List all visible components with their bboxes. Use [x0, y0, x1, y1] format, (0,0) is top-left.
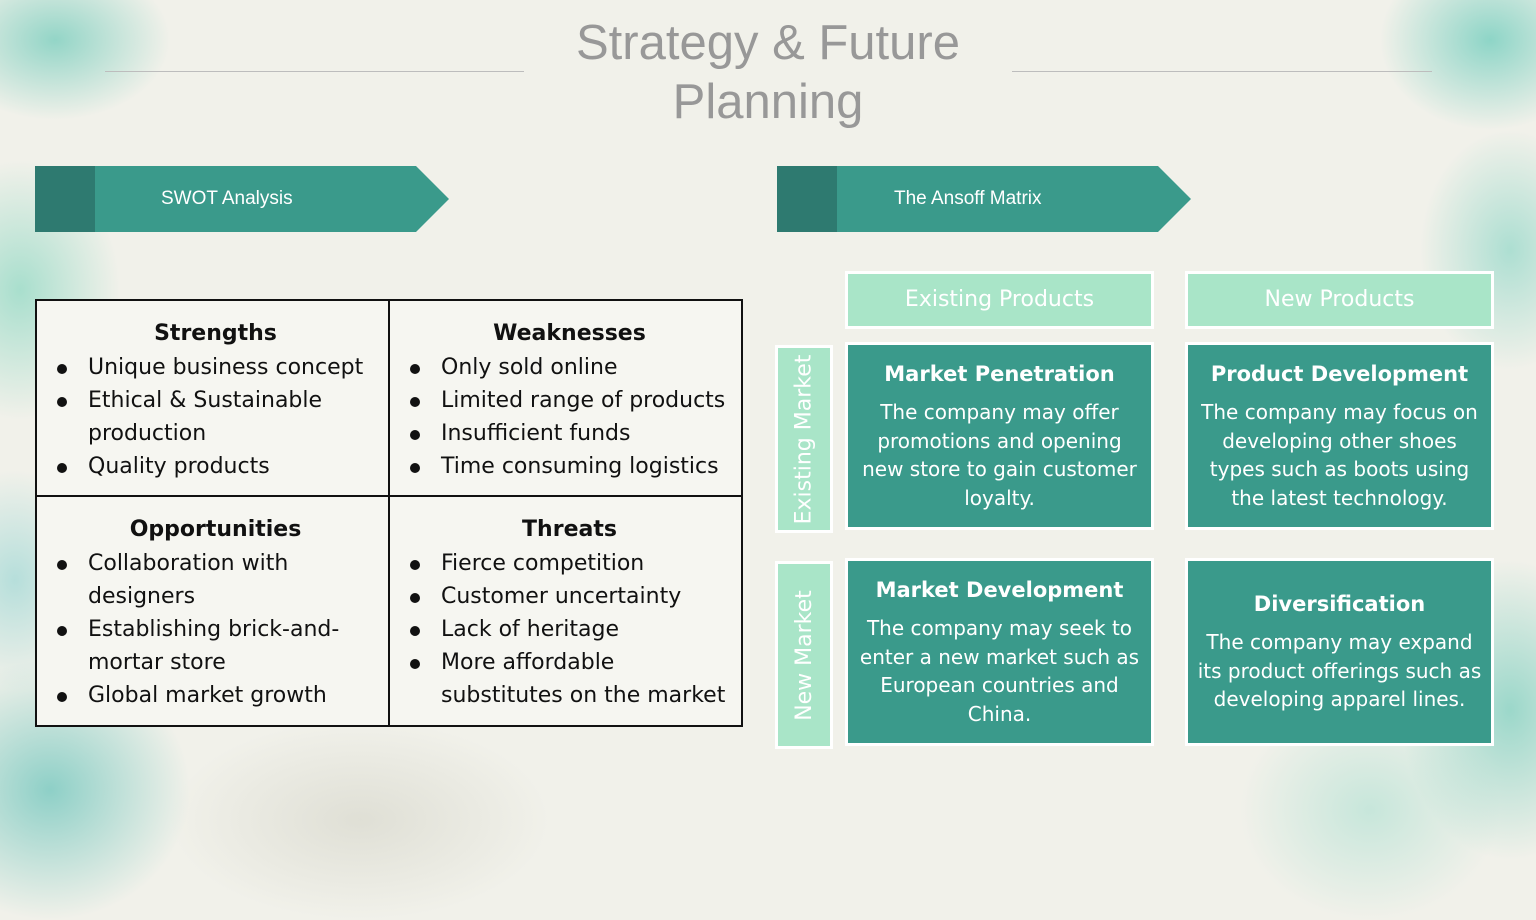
- swot-heading: Opportunities: [129, 517, 302, 542]
- list-item: Customer uncertainty: [406, 580, 733, 613]
- ansoff-product-development: Product Development The company may focu…: [1185, 342, 1494, 530]
- cell-text: The company may expand its product offer…: [1197, 630, 1482, 712]
- list-item: Only sold online: [406, 351, 733, 384]
- ansoff-market-development: Market Development The company may seek …: [845, 558, 1154, 746]
- list-item: Ethical & Sustainable production: [53, 384, 378, 450]
- swot-strengths: Strengths Unique business concept Ethica…: [37, 301, 390, 497]
- ansoff-banner-label: The Ansoff Matrix: [894, 188, 1042, 209]
- swot-banner-label: SWOT Analysis: [161, 188, 293, 209]
- ansoff-market-penetration: Market Penetration The company may offer…: [845, 342, 1154, 530]
- list-item: Limited range of products: [406, 384, 733, 417]
- ansoff-column-new-products: New Products: [1185, 271, 1494, 329]
- list-item: More affordable substitutes on the marke…: [406, 646, 733, 712]
- swot-list: Unique business concept Ethical & Sustai…: [53, 351, 378, 483]
- banner-arrow-tip: [1158, 166, 1191, 232]
- banner-body: [837, 166, 1158, 232]
- ansoff-diversification: Diversification The company may expand i…: [1185, 558, 1494, 746]
- list-item: Global market growth: [53, 679, 378, 712]
- cell-title: Product Development: [1210, 362, 1469, 386]
- swot-opportunities: Opportunities Collaboration with designe…: [37, 497, 390, 725]
- ansoff-banner: The Ansoff Matrix: [777, 166, 1191, 232]
- cell-title: Diversification: [1253, 592, 1426, 617]
- cell-title: Market Penetration: [884, 362, 1115, 386]
- title-rule-right: [1012, 71, 1432, 72]
- slide-title: Strategy & Future Planning: [575, 16, 960, 129]
- swot-list: Collaboration with designers Establishin…: [53, 547, 378, 712]
- list-item: Time consuming logistics: [406, 450, 733, 483]
- swot-heading: Threats: [522, 517, 617, 542]
- swot-table: Strengths Unique business concept Ethica…: [35, 299, 743, 727]
- swot-heading: Strengths: [154, 321, 277, 346]
- list-item: Unique business concept: [53, 351, 378, 384]
- list-item: Collaboration with designers: [53, 547, 378, 613]
- swot-weaknesses: Weaknesses Only sold online Limited rang…: [390, 301, 743, 497]
- cell-text: The company may seek to enter a new mark…: [859, 616, 1140, 726]
- swot-list: Only sold online Limited range of produc…: [406, 351, 733, 483]
- ansoff-column-existing-products: Existing Products: [845, 271, 1154, 329]
- swot-heading: Weaknesses: [493, 321, 646, 346]
- swot-threats: Threats Fierce competition Customer unce…: [390, 497, 743, 725]
- title-rule-left: [105, 71, 524, 72]
- ansoff-row-existing-market: Existing Market: [775, 345, 833, 533]
- banner-arrow-tip: [416, 166, 449, 232]
- list-item: Fierce competition: [406, 547, 733, 580]
- cell-text: The company may focus on developing othe…: [1201, 400, 1478, 510]
- row-label: Existing Market: [791, 354, 817, 524]
- list-item: Lack of heritage: [406, 613, 733, 646]
- list-item: Establishing brick-and-mortar store: [53, 613, 378, 679]
- list-item: Quality products: [53, 450, 378, 483]
- swot-banner: SWOT Analysis: [35, 166, 449, 232]
- row-label: New Market: [791, 589, 817, 721]
- list-item: Insufficient funds: [406, 417, 733, 450]
- ansoff-row-new-market: New Market: [775, 561, 833, 749]
- banner-body: [95, 166, 416, 232]
- banner-notch: [777, 166, 837, 232]
- cell-title: Market Development: [875, 578, 1124, 602]
- swot-list: Fierce competition Customer uncertainty …: [406, 547, 733, 712]
- cell-text: The company may offer promotions and ope…: [862, 400, 1137, 510]
- banner-notch: [35, 166, 95, 232]
